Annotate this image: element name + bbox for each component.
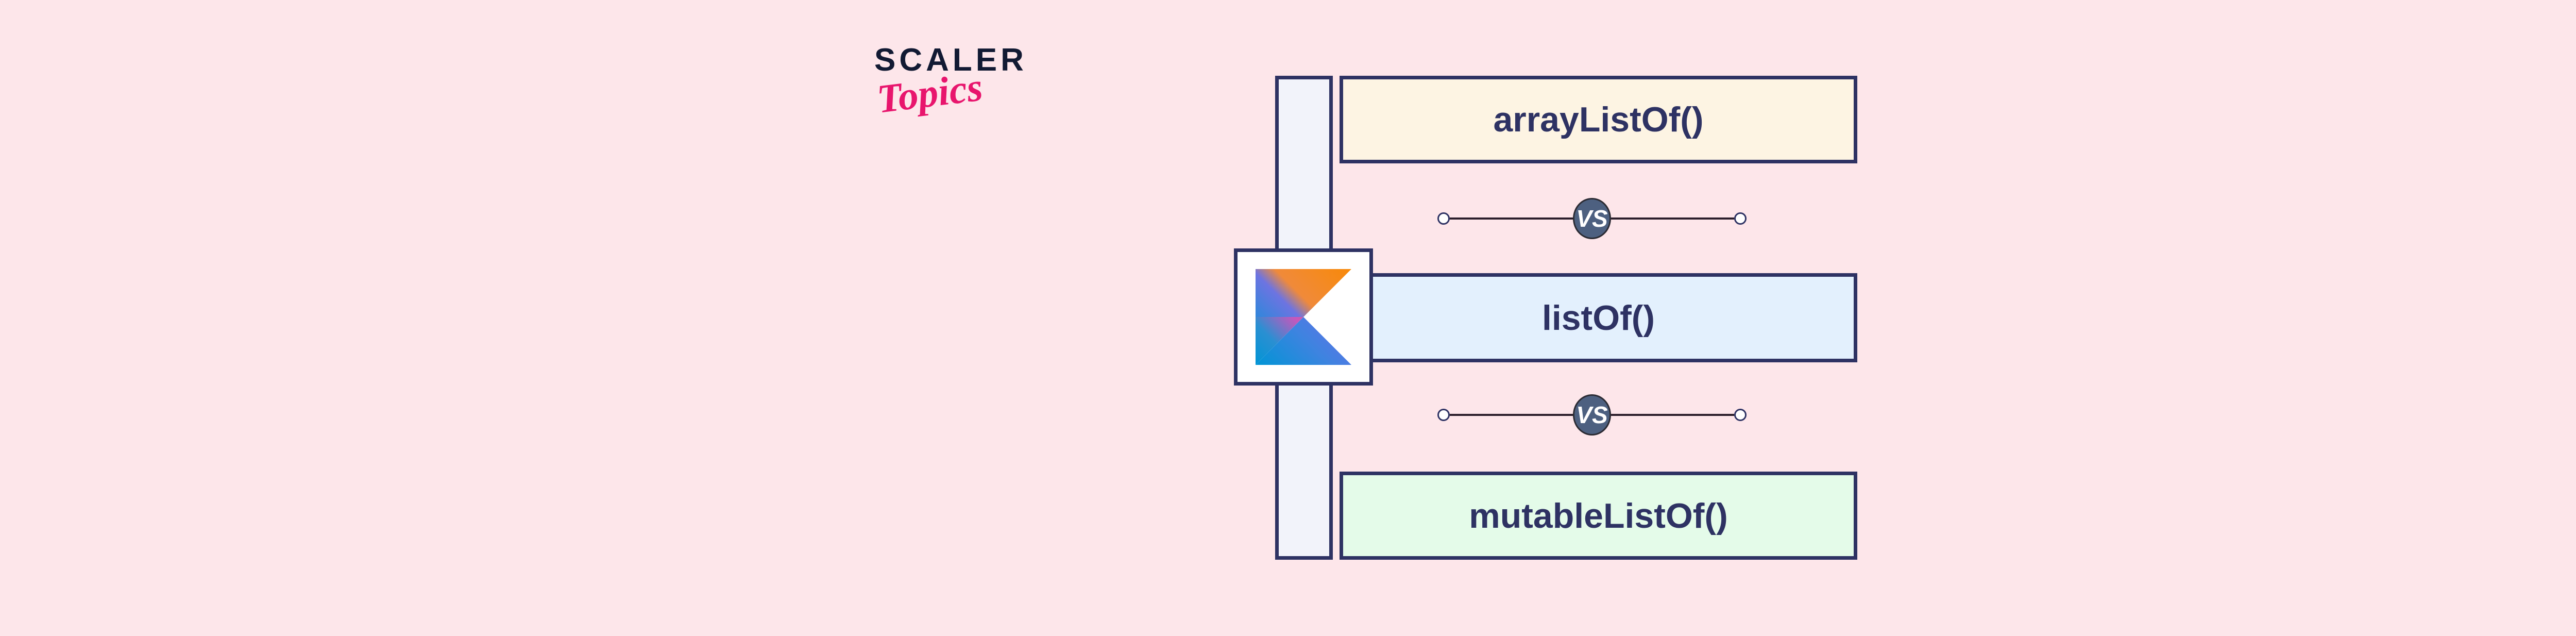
brand-wordmark: SCALER bbox=[874, 42, 1027, 78]
concept-label-listof: listOf() bbox=[1541, 298, 1655, 338]
connector-endpoint-left-icon bbox=[1437, 212, 1450, 225]
concept-box-mutablelistof[interactable]: mutableListOf() bbox=[1340, 472, 1857, 560]
connector-line-right bbox=[1611, 414, 1734, 416]
concept-label-mutablelistof: mutableListOf() bbox=[1469, 496, 1728, 535]
vs-badge: VS bbox=[1573, 394, 1611, 436]
vs-connector-arraylistof-listof: VS bbox=[1437, 195, 1747, 242]
connector-endpoint-left-icon bbox=[1437, 409, 1450, 421]
connector-endpoint-right-icon bbox=[1734, 409, 1747, 421]
vs-badge: VS bbox=[1573, 198, 1611, 239]
concept-box-arraylistof[interactable]: arrayListOf() bbox=[1340, 76, 1857, 163]
connector-endpoint-right-icon bbox=[1734, 212, 1747, 225]
concept-label-arraylistof: arrayListOf() bbox=[1493, 100, 1704, 139]
vs-connector-listof-mutablelistof: VS bbox=[1437, 392, 1747, 438]
connector-line-left bbox=[1450, 414, 1573, 416]
connector-line-left bbox=[1450, 217, 1573, 220]
concept-box-listof[interactable]: listOf() bbox=[1340, 273, 1857, 362]
connector-line-right bbox=[1611, 217, 1734, 220]
scaler-topics-logo: SCALER Topics bbox=[874, 44, 1044, 137]
kotlin-logo-card bbox=[1234, 248, 1373, 386]
kotlin-logo-icon bbox=[1256, 269, 1351, 365]
